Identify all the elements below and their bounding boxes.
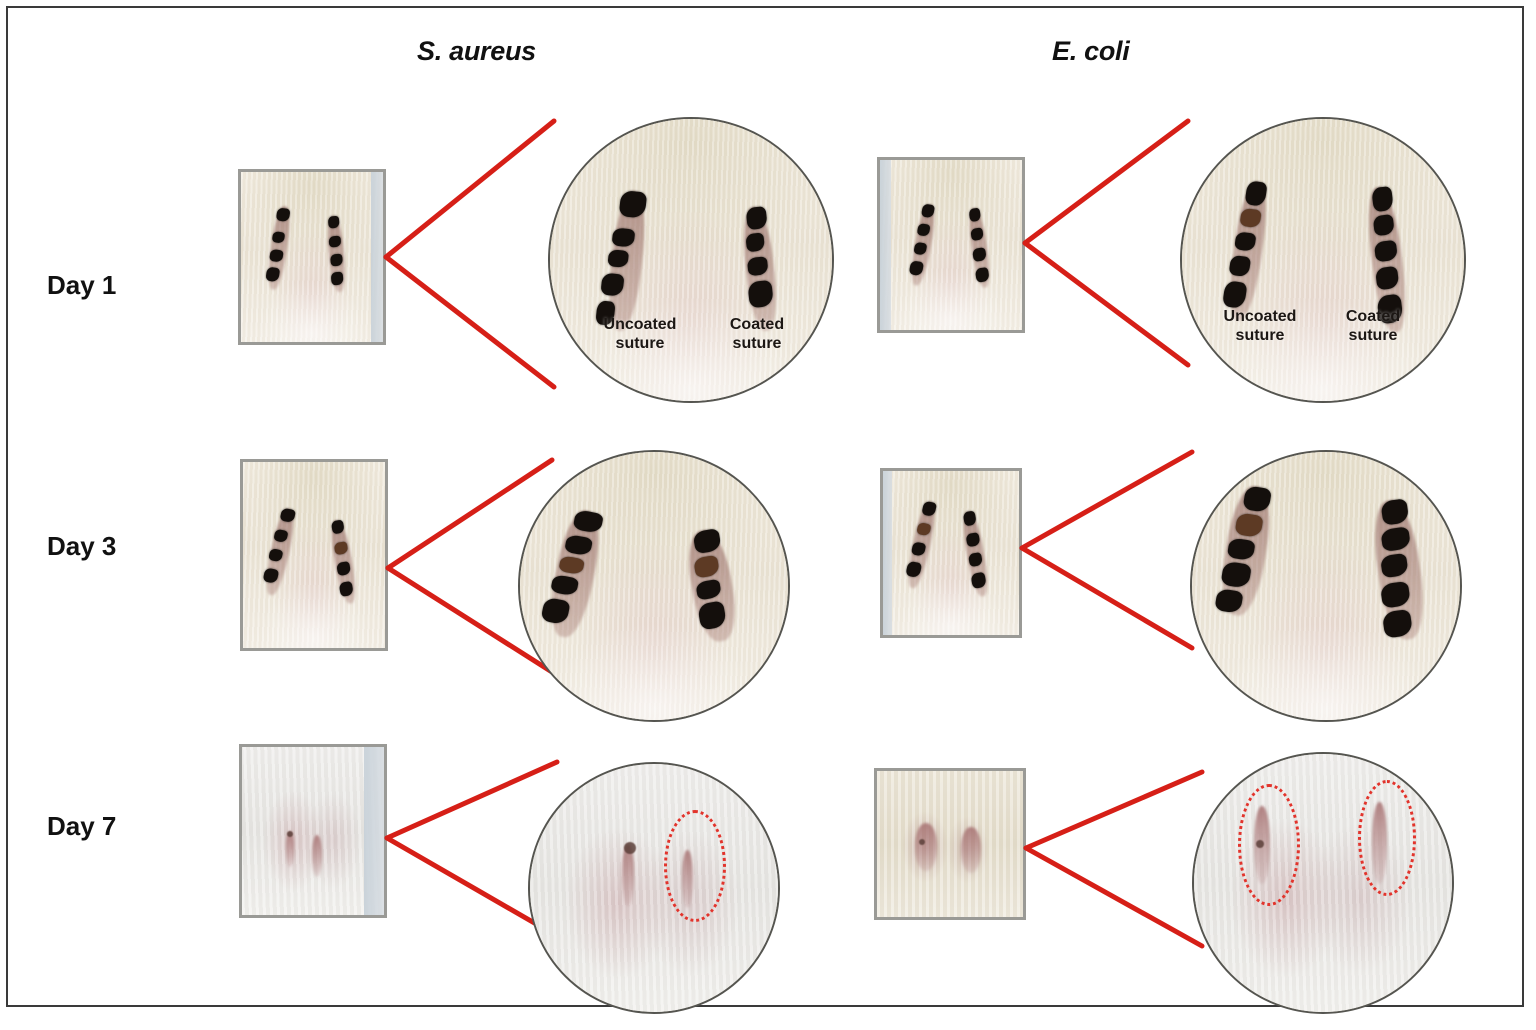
skin-photo xyxy=(880,160,1022,330)
photo-background-strip xyxy=(883,471,892,635)
photo-background-strip xyxy=(364,747,384,915)
highlight-ellipse-coated-sa-day7 xyxy=(664,810,726,922)
skin-photo xyxy=(243,462,385,648)
row-label-day-3: Day 3 xyxy=(47,531,117,561)
thumbnail-sa-day7 xyxy=(239,744,387,918)
skin-photo xyxy=(530,764,778,1012)
row-label-day-1: Day 1 xyxy=(47,270,117,300)
label-coated-suture-sa-day1: Coated suture xyxy=(729,316,785,352)
magnified-circle-ec-day1: Uncoated suture Coated suture xyxy=(1180,117,1466,403)
scar-dot xyxy=(624,842,636,854)
skin-photo xyxy=(550,119,832,401)
label-coated-suture-ec-day1: Coated suture xyxy=(1345,308,1401,344)
thumbnail-ec-day7 xyxy=(874,768,1026,920)
connector-sa-day1 xyxy=(383,118,557,390)
scar-dot xyxy=(287,831,293,837)
highlight-ellipse-coated-ec-day7 xyxy=(1358,780,1416,896)
skin-photo xyxy=(1194,754,1452,1012)
thumbnail-ec-day3 xyxy=(880,468,1022,638)
scar-uncoated xyxy=(622,844,634,906)
magnified-circle-sa-day7 xyxy=(528,762,780,1014)
column-header-e-coli: E. coli xyxy=(1052,36,1130,66)
magnified-circle-sa-day1: Uncoated suture Coated suture xyxy=(548,117,834,403)
scar-coated xyxy=(961,827,981,873)
column-header-s-aureus: S. aureus xyxy=(417,36,536,66)
magnified-circle-sa-day3 xyxy=(518,450,790,722)
thumbnail-sa-day1 xyxy=(238,169,386,345)
scar-dot xyxy=(919,839,925,845)
thumbnail-sa-day3 xyxy=(240,459,388,651)
magnified-circle-ec-day7 xyxy=(1192,752,1454,1014)
scar-uncoated xyxy=(286,831,294,867)
scar-coated xyxy=(312,835,322,877)
row-label-day-7: Day 7 xyxy=(47,811,117,841)
skin-photo xyxy=(242,747,384,915)
connector-ec-day7 xyxy=(1023,769,1205,949)
skin-photo xyxy=(877,771,1023,917)
connector-ec-day1 xyxy=(1022,118,1191,368)
connector-ec-day3 xyxy=(1019,449,1195,651)
skin-photo xyxy=(883,471,1019,635)
label-uncoated-suture-sa-day1: Uncoated suture xyxy=(603,316,677,352)
thumbnail-ec-day1 xyxy=(877,157,1025,333)
scar-uncoated xyxy=(915,823,937,871)
magnified-circle-ec-day3 xyxy=(1190,450,1462,722)
skin-photo xyxy=(1182,119,1464,401)
photo-background-strip xyxy=(371,172,383,342)
label-uncoated-suture-ec-day1: Uncoated suture xyxy=(1223,308,1297,344)
photo-background-strip xyxy=(880,160,891,330)
highlight-ellipse-uncoated-ec-day7 xyxy=(1238,784,1300,906)
skin-photo xyxy=(241,172,383,342)
